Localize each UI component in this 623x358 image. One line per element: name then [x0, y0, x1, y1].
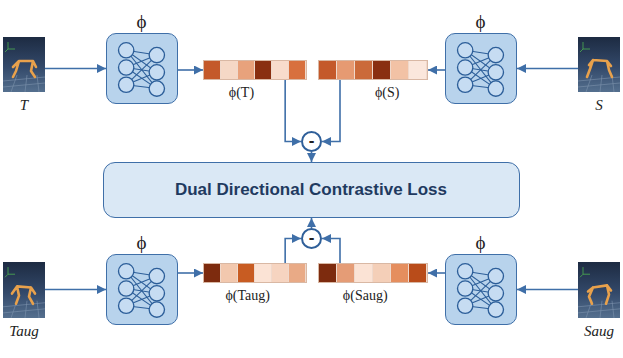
embedding-vector: ϕ(T) [203, 60, 307, 80]
robot-illustration [578, 37, 620, 92]
encoder-network: ϕ [445, 254, 517, 325]
flow-arrow [322, 80, 340, 142]
loss-title: Dual Directional Contrastive Loss [175, 180, 447, 200]
loss-box: Dual Directional Contrastive Loss [103, 162, 520, 218]
flow-arrow [311, 152, 313, 162]
frame-label: Taug [9, 323, 38, 340]
embedding-label: ϕ(Taug) [225, 288, 269, 304]
vector-cell [221, 61, 238, 79]
vector-cell [272, 61, 289, 79]
flow-arrow [178, 69, 203, 71]
vector-cell [337, 61, 355, 79]
flow-arrow [311, 218, 313, 228]
vector-cell [289, 264, 306, 282]
vector-cell [409, 61, 427, 79]
robot-illustration [3, 262, 45, 318]
encoder-label: ϕ [136, 232, 146, 254]
vector-cell [255, 264, 272, 282]
robot-frame-image: T [3, 37, 45, 92]
embedding-vector: ϕ(Taug) [203, 263, 307, 283]
flow-arrow [428, 69, 445, 71]
frame-label: S [595, 97, 603, 114]
neural-network-icon [446, 34, 515, 102]
flow-arrow [322, 239, 340, 264]
vector-cell [319, 264, 337, 282]
vector-cell [391, 264, 409, 282]
vector-cell [391, 61, 409, 79]
vector-cell [272, 264, 289, 282]
vector-cell [373, 61, 391, 79]
vector-cell [337, 264, 355, 282]
encoder-label: ϕ [475, 11, 485, 33]
neural-network-icon [107, 255, 176, 323]
embedding-vector: ϕ(Saug) [318, 263, 428, 283]
flow-arrow [45, 289, 106, 291]
robot-frame-image: Taug [3, 262, 45, 318]
flow-arrow [285, 80, 301, 142]
encoder-network: ϕ [445, 33, 517, 104]
encoder-network: ϕ [106, 254, 178, 325]
difference-operator: - [301, 228, 322, 249]
robot-illustration [3, 37, 45, 92]
frame-label: Saug [584, 323, 614, 340]
vector-cell [238, 61, 255, 79]
flow-arrow [517, 289, 578, 291]
embedding-label: ϕ(T) [229, 85, 254, 101]
vector-cell [255, 61, 272, 79]
vector-cell [319, 61, 337, 79]
embedding-vector: ϕ(S) [318, 60, 428, 80]
encoder-label: ϕ [136, 11, 146, 33]
vector-cell [204, 61, 221, 79]
robot-frame-image: Saug [578, 262, 620, 318]
frame-label: T [20, 97, 28, 114]
vector-cell [373, 264, 391, 282]
neural-network-icon [446, 255, 515, 323]
encoder-network: ϕ [106, 33, 178, 104]
embedding-label: ϕ(S) [375, 85, 399, 101]
flow-arrow [428, 272, 445, 274]
robot-illustration [578, 262, 620, 318]
vector-cell [409, 264, 427, 282]
neural-network-icon [107, 34, 176, 102]
flow-arrow [45, 68, 106, 70]
vector-cell [238, 264, 255, 282]
vector-cell [355, 61, 373, 79]
minus-sign: - [309, 229, 315, 246]
flow-arrow [178, 272, 203, 274]
vector-cell [204, 264, 221, 282]
vector-cell [289, 61, 306, 79]
embedding-label: ϕ(Saug) [343, 288, 388, 304]
encoder-label: ϕ [475, 232, 485, 254]
vector-cell [355, 264, 373, 282]
difference-operator: - [301, 131, 322, 152]
vector-cell [221, 264, 238, 282]
minus-sign: - [309, 132, 315, 149]
robot-frame-image: S [578, 37, 620, 92]
flow-arrow [517, 68, 578, 70]
flow-arrow [285, 239, 301, 264]
